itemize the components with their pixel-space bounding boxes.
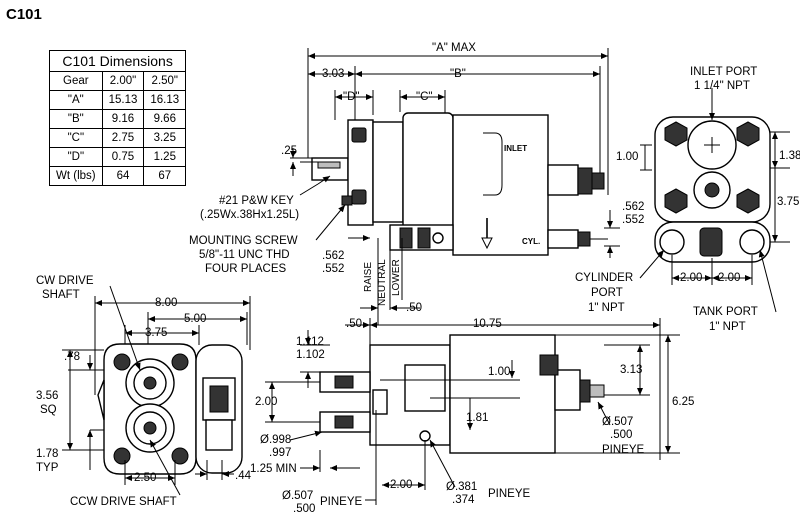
cylinder-port-label-1: CYLINDER — [575, 272, 634, 284]
mounting-screw-label-2: 5/8"-11 UNC THD — [199, 249, 290, 261]
bottom-end-view — [62, 285, 251, 496]
dim-552-b: .552 — [622, 214, 645, 226]
right-end-view — [639, 88, 790, 313]
top-side-view — [290, 48, 620, 325]
dim-2-00-d: 2.00 — [390, 479, 413, 491]
tank-port-label-1: TANK PORT — [693, 306, 758, 318]
cw-drive-label-2: SHAFT — [42, 289, 80, 301]
dim-1-112: 1.112 — [296, 336, 324, 348]
pineye-label-2: PINEYE — [602, 444, 645, 456]
table-caption: C101 Dimensions — [48, 50, 187, 72]
dim-1-00-c: 1.00 — [488, 366, 511, 378]
dim-1-78: 1.78 — [36, 448, 59, 460]
neutral-label: NEUTRAL — [377, 259, 388, 306]
dim-381: Ø.381 — [446, 481, 478, 493]
d-label: "D" — [343, 91, 360, 103]
table-row: "C" 2.75 3.25 — [49, 128, 187, 148]
dim-562-a: .562 — [322, 250, 345, 262]
dim-1-38: 1.38 — [779, 150, 800, 162]
dim-507-b: Ø.507 — [602, 416, 634, 428]
dim-2-50: 2.50 — [134, 472, 157, 484]
inlet-tag: INLET — [504, 144, 528, 153]
mounting-screw-label-1: MOUNTING SCREW — [189, 235, 298, 247]
dim-2-00-c: 2.00 — [255, 396, 278, 408]
inlet-port-label-2: 1 1/4" NPT — [694, 80, 750, 92]
key-label-1: #21 P&W KEY — [219, 195, 294, 207]
a-max-label: "A" MAX — [432, 42, 476, 54]
raise-label: RAISE — [363, 261, 374, 292]
dim-44: .44 — [235, 470, 251, 482]
dim-998: Ø.998 — [260, 434, 292, 446]
dim-3-75-r: 3.75 — [777, 196, 800, 208]
dimensions-table: C101 Dimensions Gear 2.00" 2.50" "A" 15.… — [48, 50, 187, 186]
dim-3-56: 3.56 — [36, 390, 59, 402]
table-row: "B" 9.16 9.66 — [49, 109, 187, 129]
dim-2-00-b: 2.00 — [718, 272, 741, 284]
dim-78: .78 — [64, 351, 80, 363]
dim-3-13: 3.13 — [620, 364, 643, 376]
cyl-tag: CYL. — [522, 237, 541, 246]
dim-374: .374 — [452, 494, 475, 506]
lower-label: LOWER — [391, 259, 402, 296]
cw-drive-label-1: CW DRIVE — [36, 275, 94, 287]
dim-1-25-min: 1.25 MIN — [250, 463, 297, 475]
table-header-cell: Gear — [49, 71, 103, 91]
dim-3-03: 3.03 — [322, 68, 345, 80]
typ-label: TYP — [36, 462, 59, 474]
b-label: "B" — [450, 68, 466, 80]
ccw-drive-label: CCW DRIVE SHAFT — [70, 496, 177, 508]
table-cell: 67 — [143, 166, 187, 186]
tank-port-label-2: 1" NPT — [709, 321, 746, 333]
pineye-label-3: PINEYE — [488, 488, 531, 500]
key-label-2: (.25Wx.38Hx1.25L) — [200, 209, 300, 221]
dim-25: .25 — [281, 145, 297, 157]
bottom-side-view — [265, 318, 680, 505]
dim-3-75-b: 3.75 — [145, 327, 168, 339]
mounting-screw-label-3: FOUR PLACES — [205, 263, 287, 275]
table-cell: 64 — [101, 166, 145, 186]
dim-507-a: Ø.507 — [282, 490, 314, 502]
dim-50-b: .50 — [346, 318, 362, 330]
sq-label: SQ — [40, 404, 57, 416]
pineye-label-1: PINEYE — [320, 496, 363, 508]
cylinder-port-label-3: 1" NPT — [588, 302, 625, 314]
inlet-port-label-1: INLET PORT — [690, 66, 758, 78]
table-row: Wt (lbs) 64 67 — [49, 166, 187, 186]
dim-2-00-a: 2.00 — [680, 272, 703, 284]
dim-10-75: 10.75 — [473, 318, 502, 330]
dim-552-a: .552 — [322, 263, 345, 275]
dim-500-b: .500 — [610, 429, 633, 441]
dim-1-81: 1.81 — [466, 412, 489, 424]
table-cell: 3.25 — [143, 128, 187, 148]
table-cell: "B" — [49, 109, 103, 129]
page-title: C101 — [6, 6, 42, 23]
dim-1-102: 1.102 — [296, 349, 325, 361]
dim-6-25: 6.25 — [672, 396, 695, 408]
table-cell: 9.16 — [101, 109, 145, 129]
cylinder-port-label-2: PORT — [591, 287, 623, 299]
dim-5-00: 5.00 — [184, 313, 207, 325]
dim-50-a: .50 — [406, 302, 422, 314]
dim-1-00-r: 1.00 — [616, 151, 639, 163]
dim-562-b: .562 — [622, 201, 645, 213]
dim-997: .997 — [269, 447, 292, 459]
dim-500-a: .500 — [293, 503, 316, 515]
c-label: "C" — [416, 91, 433, 103]
table-cell: 15.13 — [101, 90, 145, 110]
table-cell: 0.75 — [101, 147, 145, 167]
dim-8-00: 8.00 — [155, 297, 178, 309]
